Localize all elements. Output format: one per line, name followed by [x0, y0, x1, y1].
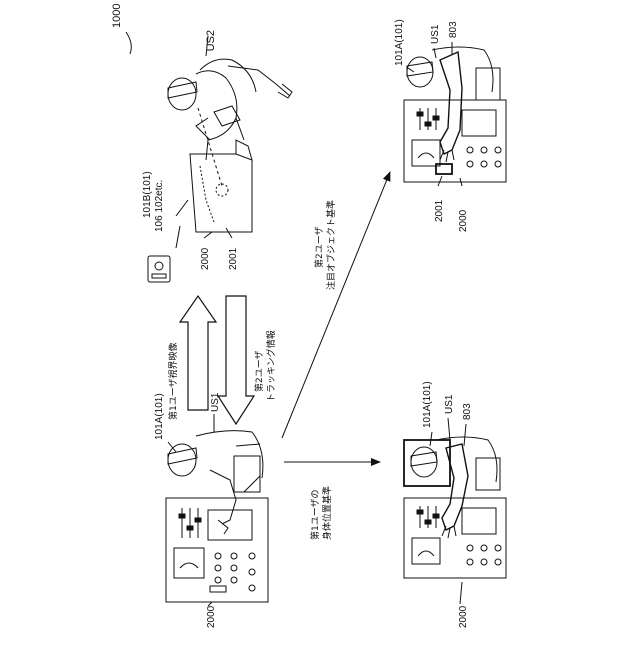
arrow-up-text: 第1ユーザ視界映像 — [167, 342, 179, 420]
tl-parts-label: 106 102etc. — [154, 180, 165, 232]
target-marker-dashed — [216, 184, 228, 196]
tl-panel-label: 2000 — [200, 247, 211, 270]
tr-arm-label: 803 — [448, 21, 459, 38]
diag-text-2: 注目オブジェクト基準 — [325, 200, 337, 290]
user1-figure-tr — [407, 47, 500, 162]
user1-scene — [166, 431, 268, 602]
tr-user-label: US1 — [430, 24, 441, 44]
tr-target-label: 2001 — [434, 199, 445, 222]
system-label: 1000 — [111, 4, 123, 28]
br-panel-label: 2000 — [458, 605, 469, 628]
horiz-text-1: 第1ユーザの — [309, 489, 321, 540]
tr-panel-label: 2000 — [458, 209, 469, 232]
horiz-text-2: 身体位置基準 — [321, 486, 333, 540]
bl-panel-label: 2000 — [206, 605, 217, 628]
hmd-device-icon — [148, 256, 170, 282]
bl-device-label: 101A(101) — [154, 393, 165, 440]
diag-text-1: 第2ユーザ — [313, 226, 325, 268]
br-arm-label: 803 — [462, 403, 473, 420]
control-panel-br — [404, 498, 506, 578]
system-label-leader — [126, 32, 131, 54]
tracked-arm-br — [442, 444, 468, 530]
arrow-down-text-1: 第2ユーザ — [253, 350, 265, 392]
virtual-panel — [190, 140, 252, 232]
bl-user-label: US1 — [210, 392, 221, 412]
body-reference-scene — [404, 437, 506, 578]
br-user-label: US1 — [444, 394, 455, 414]
user2-scene — [148, 59, 292, 282]
tl-device-label: 101B(101) — [142, 171, 153, 218]
target-reference-scene — [404, 47, 506, 182]
user1-figure-br — [404, 437, 500, 538]
tl-target-label: 2001 — [228, 247, 239, 270]
br-device-label: 101A(101) — [422, 381, 433, 428]
system-label-group: 1000 — [111, 4, 131, 54]
user2-figure — [168, 59, 292, 160]
control-panel-bl — [166, 498, 268, 602]
down-block-arrow — [218, 296, 254, 424]
tracked-arm-tr — [440, 52, 462, 154]
arrow-down-text-2: トラッキング情報 — [265, 330, 277, 402]
tr-device-label: 101A(101) — [394, 19, 405, 66]
